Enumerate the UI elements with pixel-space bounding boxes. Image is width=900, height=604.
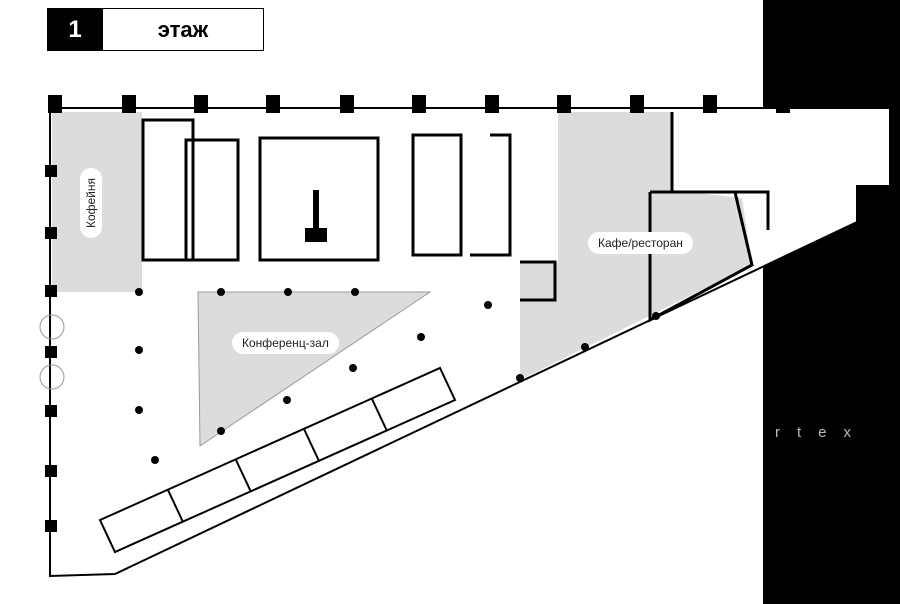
shaft — [313, 190, 319, 230]
zone-label-coffee: Кофейня — [80, 167, 103, 239]
zone-label-cafe: Кафе/ресторан — [588, 232, 693, 254]
zone-label-conference: Конференц-зал — [232, 332, 339, 354]
core-walls — [141, 118, 754, 323]
meeting-rooms — [98, 366, 457, 554]
shaft — [305, 228, 327, 242]
columns — [45, 95, 790, 532]
brand-text: rtex — [775, 424, 869, 441]
floor-label: этаж — [103, 8, 264, 51]
black-side-panel — [763, 0, 900, 604]
floor-number: 1 — [47, 8, 103, 51]
revolving-doors — [39, 314, 65, 390]
conference-zone — [197, 291, 432, 447]
room-dividers — [167, 398, 388, 523]
outer-wall — [49, 107, 891, 578]
